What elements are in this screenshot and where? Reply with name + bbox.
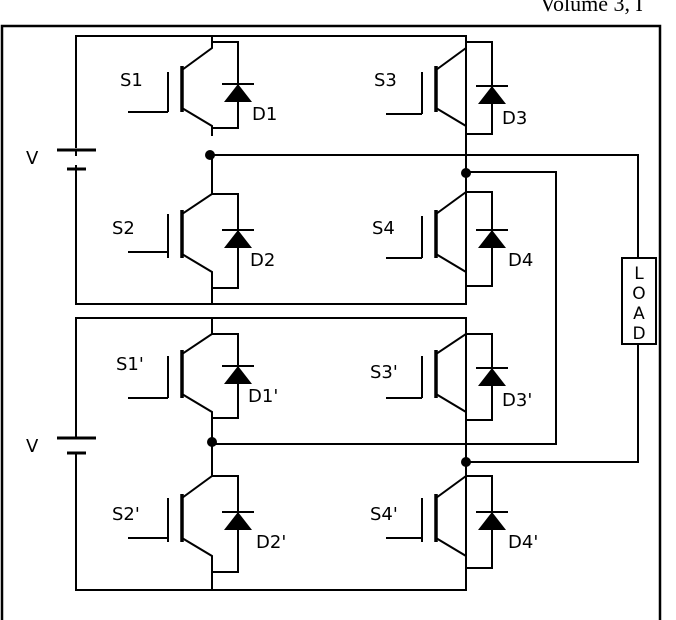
label-v-top: V	[26, 148, 39, 169]
switch-s3	[386, 36, 467, 172]
label-s2-prime: S2'	[112, 504, 140, 525]
diode-d1-prime	[212, 333, 254, 419]
load-letter-d: D	[632, 324, 645, 344]
diode-d2-prime	[212, 475, 254, 573]
junction-dots	[205, 150, 471, 467]
load-box: L O A D	[621, 257, 657, 345]
header-text: Volume 3, I	[540, 0, 643, 16]
switch-s1-prime	[128, 318, 213, 440]
switch-s2-prime	[128, 440, 213, 590]
diode-d3-prime	[466, 333, 508, 421]
label-d3: D3	[502, 108, 527, 129]
switch-s4	[386, 172, 467, 304]
label-d4: D4	[508, 250, 533, 271]
switch-s2	[128, 155, 213, 304]
load-letter-l: L	[634, 264, 644, 284]
label-s3: S3	[374, 70, 397, 91]
switch-s3-prime	[386, 318, 467, 462]
component-labels: S1 D1 S3 D3 S2 D2 S4 D4 V S1' D1' S3' D3…	[26, 70, 538, 553]
switch-s4-prime	[386, 462, 467, 590]
diode-d2	[212, 193, 254, 289]
page-frame	[0, 24, 662, 620]
diode-d4-prime	[466, 475, 508, 569]
label-s3-prime: S3'	[370, 362, 398, 383]
load-letter-o: O	[632, 284, 645, 304]
load-letter-a: A	[633, 304, 645, 324]
diode-d1	[212, 41, 254, 129]
diode-d4	[466, 191, 508, 287]
label-s1: S1	[120, 70, 143, 91]
top-voltage-source	[57, 36, 96, 304]
label-s2: S2	[112, 218, 135, 239]
label-d3-prime: D3'	[502, 390, 532, 411]
label-s4-prime: S4'	[370, 504, 398, 525]
label-d1: D1	[252, 104, 277, 125]
diode-d3	[466, 41, 508, 135]
label-d2-prime: D2'	[256, 532, 286, 553]
label-s4: S4	[372, 218, 395, 239]
label-d2: D2	[250, 250, 275, 271]
label-s1-prime: S1'	[116, 354, 144, 375]
interconnect-wires	[212, 154, 639, 463]
label-d4-prime: D4'	[508, 532, 538, 553]
bottom-voltage-source	[57, 318, 96, 590]
label-d1-prime: D1'	[248, 386, 278, 407]
label-v-bottom: V	[26, 436, 39, 457]
